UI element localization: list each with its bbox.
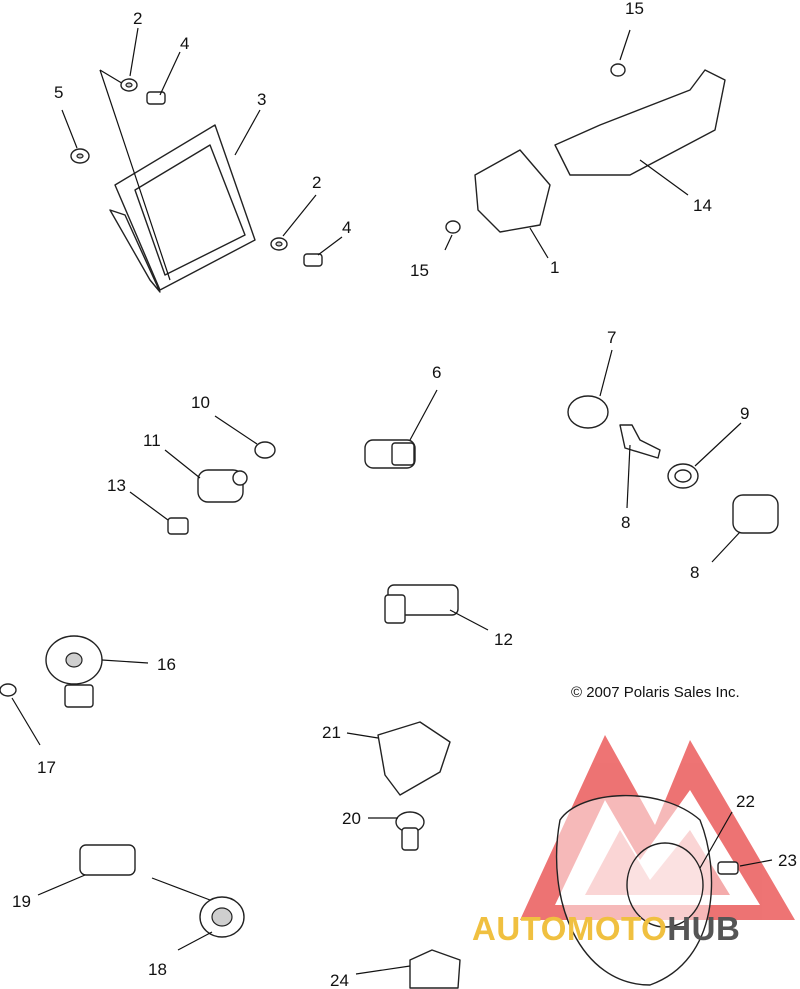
watermark-text: AUTOMOTOHUB [472, 910, 740, 947]
callout-15a: 15 [625, 0, 644, 18]
callout-2b: 2 [312, 173, 321, 192]
callout-24: 24 [330, 971, 349, 989]
ecu-module-part [99, 69, 256, 293]
callout-22: 22 [736, 792, 755, 811]
callout-19: 19 [12, 892, 31, 911]
clip-part-8a [619, 424, 661, 459]
callout-16: 16 [157, 655, 176, 674]
cap-part-7 [567, 395, 609, 429]
callout-3: 3 [257, 90, 266, 109]
callout-4b: 4 [342, 218, 351, 237]
callout-17: 17 [37, 758, 56, 777]
leader-lines [11, 27, 773, 975]
callout-7: 7 [607, 328, 616, 347]
callout-23: 23 [778, 851, 797, 870]
callout-20: 20 [342, 809, 361, 828]
washer-part-2a [120, 78, 138, 92]
fastener-part-15a [610, 63, 626, 77]
callout-4a: 4 [180, 34, 189, 53]
callout-8b: 8 [690, 563, 699, 582]
callout-6: 6 [432, 363, 441, 382]
callout-21: 21 [322, 723, 341, 742]
fitting-part-23 [717, 861, 739, 875]
cover-part [474, 149, 551, 233]
ring-part-10 [254, 441, 276, 459]
callout-14: 14 [693, 196, 712, 215]
screw-part-4a [146, 91, 166, 105]
screw-part-4b [303, 253, 323, 267]
sensor-part-21 [377, 721, 451, 796]
callout-9: 9 [740, 404, 749, 423]
watermark-text-part2: HUB [667, 910, 740, 947]
socket-part-18 [199, 896, 245, 938]
sensor-part-6 [364, 439, 416, 469]
washer-part-5 [70, 148, 90, 164]
callout-12: 12 [494, 630, 513, 649]
knock-sensor-part-16 [45, 635, 103, 708]
bolt-part-13 [167, 517, 189, 535]
connector-part-24 [409, 949, 461, 989]
valve-part-20 [395, 811, 425, 851]
callout-15b: 15 [410, 261, 429, 280]
callout-10: 10 [191, 393, 210, 412]
callout-13: 13 [107, 476, 126, 495]
fastener-part-15b [445, 220, 461, 234]
bulb-part-19 [79, 844, 136, 876]
callout-5: 5 [54, 83, 63, 102]
callout-8a: 8 [621, 513, 630, 532]
ring-part-9 [667, 463, 699, 489]
sensor-part-8b [732, 494, 779, 534]
callout-labels: 2 4 5 3 2 4 15 14 15 1 6 7 9 10 11 13 8 … [12, 0, 797, 989]
bracket-part [554, 69, 726, 176]
callout-1: 1 [550, 258, 559, 277]
sensor-part-11 [197, 469, 248, 503]
sensor-part-12 [384, 584, 459, 624]
callout-18: 18 [148, 960, 167, 979]
callout-11: 11 [143, 431, 161, 450]
clip-part-17 [0, 683, 17, 697]
copyright-notice: © 2007 Polaris Sales Inc. [571, 684, 740, 701]
throttle-body-part-22 [555, 794, 713, 986]
callout-2a: 2 [133, 9, 142, 28]
washer-part-2b [270, 237, 288, 251]
watermark-text-part1: AUTOMOTO [472, 910, 667, 947]
